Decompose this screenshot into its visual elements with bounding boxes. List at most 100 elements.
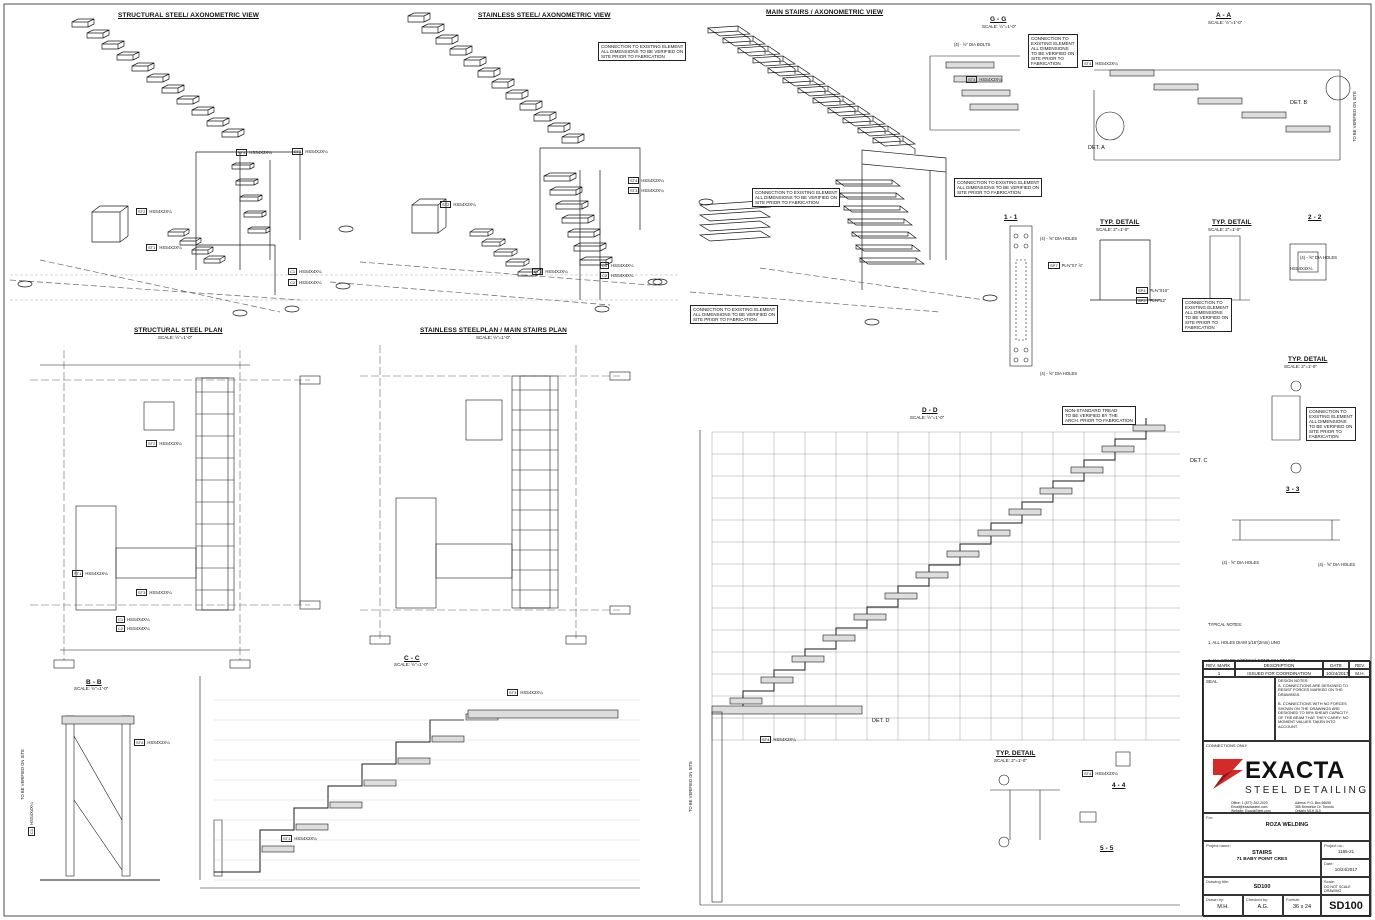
- tread: [131, 62, 155, 72]
- hole: [1023, 243, 1029, 249]
- gridline: [689, 267, 986, 313]
- hole: [1013, 357, 1019, 363]
- hss: [1297, 251, 1319, 273]
- drawn-by-label: Drawn by:: [1206, 897, 1225, 902]
- tread: [1197, 97, 1243, 105]
- tread: [505, 89, 529, 100]
- tread: [706, 25, 752, 44]
- frame: [195, 151, 301, 295]
- grid-bubble: [647, 278, 663, 286]
- tread: [221, 128, 245, 138]
- grid-tag: [369, 635, 391, 645]
- tread-hatch: [295, 823, 329, 831]
- scale-label: Scale:: [1324, 879, 1336, 884]
- tread: [573, 242, 607, 252]
- section-gg-title: G - G: [990, 16, 1007, 23]
- note-verify-site-1: TO BE VERIFIED ON SITE: [688, 761, 693, 812]
- landing-hatch: [711, 705, 863, 715]
- tread: [547, 122, 571, 133]
- tread: [421, 23, 445, 34]
- detail-b-title: TYP. DETAIL: [1212, 219, 1252, 226]
- gridline: [360, 345, 620, 640]
- dim-line: [199, 676, 640, 889]
- date-label: Date:: [1324, 861, 1334, 866]
- post: [213, 819, 223, 877]
- tread: [945, 61, 995, 69]
- tread: [567, 228, 601, 238]
- client-box: For: ROZA WELDING: [1203, 813, 1371, 841]
- exacta-logo-icon: [1213, 759, 1243, 789]
- stringer: [75, 505, 117, 611]
- rev-header-mark: REV. MARK: [1203, 661, 1235, 669]
- project-address: 71 BABY POINT CRES: [1236, 857, 1288, 862]
- rev-header-desc: DESCRIPTION: [1235, 661, 1323, 669]
- client-name: ROZA WELDING: [1265, 822, 1309, 828]
- tread: [751, 55, 797, 74]
- plate: [1289, 243, 1327, 281]
- section-cc-scale: SCALE: ½"=1'-0": [394, 662, 429, 667]
- note-dia-bolts: (4) - ½" DIA BOLTS: [954, 42, 991, 47]
- tread: [969, 103, 1019, 111]
- tread: [191, 246, 214, 255]
- sheet-number: SD100: [1329, 900, 1363, 912]
- tread-hatch: [261, 845, 295, 853]
- general-notes-heading: TYPICAL NOTES:: [1208, 622, 1243, 627]
- stringer: [201, 377, 229, 611]
- structural-axo-title: STRUCTURAL STEEL/ AXONOMETRIC VIEW: [118, 12, 259, 19]
- callout-c1-4: C1HSS4X4X¼: [28, 802, 35, 836]
- tread-hatch: [977, 529, 1011, 537]
- tread: [561, 133, 585, 144]
- tread-hatch: [884, 592, 918, 600]
- tread: [469, 228, 494, 237]
- gridline: [30, 350, 310, 660]
- tread: [1241, 111, 1287, 119]
- tread: [811, 95, 857, 114]
- stainless-axo-title: STAINLESS STEEL/ AXONOMETRIC VIEW: [478, 12, 611, 19]
- grid-bubble: [335, 282, 351, 290]
- grid-bubble: [698, 198, 714, 206]
- section-bb-drawing: [40, 715, 160, 881]
- brace: [73, 735, 123, 871]
- tread: [736, 45, 782, 64]
- tread: [176, 95, 200, 105]
- section-44: [1115, 751, 1131, 767]
- tread: [871, 135, 917, 154]
- note-dia-holes-2: (4) - ⅝" DIA HOLES: [1040, 371, 1078, 376]
- section-dd-scale: SCALE: ½"=1'-0": [910, 415, 945, 420]
- note-verify-site-2: TO BE VERIFIED ON SITE: [20, 749, 25, 800]
- design-notes-box: DESIGN NOTES:A. CONNECTIONS ARE DESIGNED…: [1275, 677, 1371, 741]
- section-33: [1232, 519, 1340, 541]
- section-44-title: 4 - 4: [1112, 782, 1126, 789]
- tread: [796, 85, 842, 104]
- drawing-title-label: Drawing title:: [1206, 879, 1230, 884]
- grid-bubble: [284, 305, 300, 313]
- tread: [856, 125, 902, 144]
- tread: [858, 257, 926, 265]
- detail-c-scale: SCALE: 2"=1'-0": [1284, 364, 1317, 369]
- plate: [1009, 225, 1033, 367]
- design-notes-text: A. CONNECTIONS ARE DESIGNED TO RESIST FO…: [1278, 682, 1349, 729]
- tread: [449, 45, 473, 56]
- logo-wordmark: EXACTA: [1245, 757, 1345, 784]
- tread: [101, 40, 125, 50]
- drawn-by-box: Drawn by: M.H.: [1203, 895, 1243, 917]
- structural-axo-drawing: [9, 18, 354, 317]
- hole: [1013, 243, 1019, 249]
- format-label: Format:: [1286, 897, 1300, 902]
- rev-row-mark: 1: [1203, 669, 1235, 677]
- structural-plan-scale: SCALE: ½"=1'-0": [158, 335, 193, 340]
- format-value: 36 x 24: [1292, 904, 1312, 910]
- tread: [854, 244, 922, 252]
- note-connection-7: CONNECTION TO EXISTING ELEMENT ALL DIMEN…: [1306, 407, 1356, 441]
- label-det-a: DET. A: [1088, 145, 1105, 151]
- section-bb-title: B - B: [86, 679, 102, 686]
- tread-hatch: [915, 571, 949, 579]
